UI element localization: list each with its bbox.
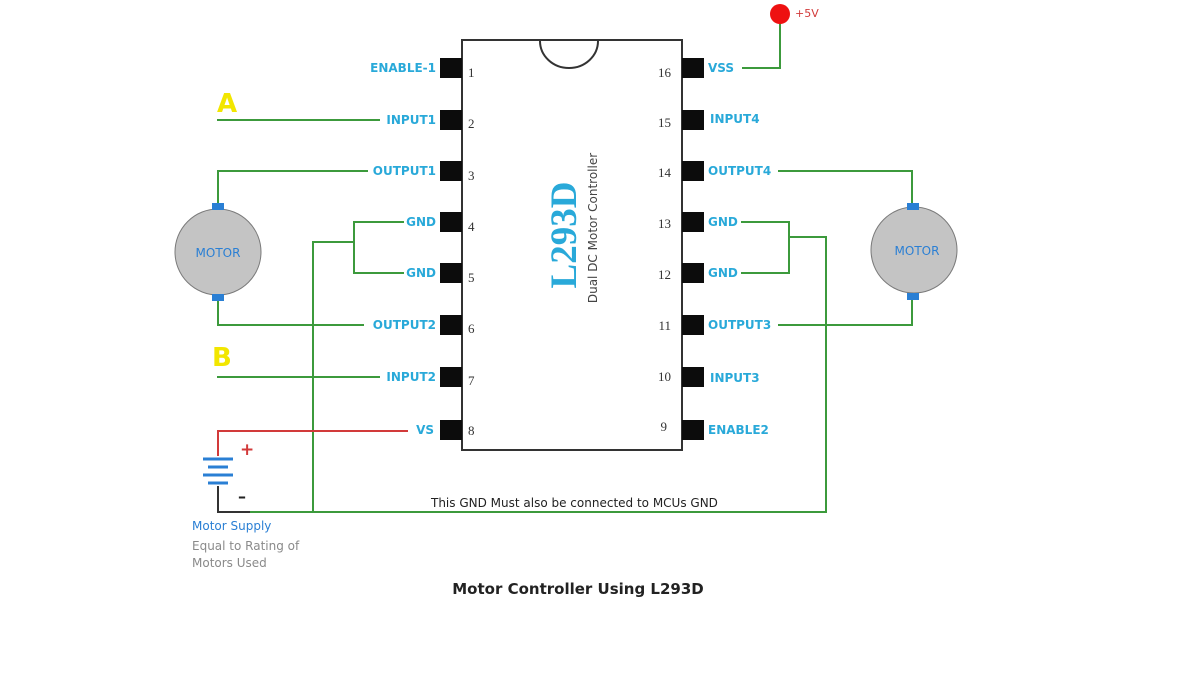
pin-number: 10 <box>658 369 671 384</box>
diagram-caption: Motor Controller Using L293D <box>452 580 703 598</box>
pin-number: 16 <box>658 65 672 80</box>
pin-number: 1 <box>468 65 475 80</box>
motor-left-label: MOTOR <box>196 246 241 260</box>
pin-number: 9 <box>661 419 668 434</box>
pin-13 <box>682 212 704 232</box>
pin-1 <box>440 58 462 78</box>
vcc-dot-icon <box>770 4 790 24</box>
motor-right-label: MOTOR <box>895 244 940 258</box>
output2-wire <box>217 297 364 326</box>
chip-body <box>461 39 683 451</box>
pin-label: OUTPUT1 <box>373 164 436 178</box>
pin-9 <box>682 420 704 440</box>
motor-left-terminal-bottom <box>212 294 224 301</box>
pin-number: 11 <box>658 318 671 333</box>
battery-negative-wire <box>217 486 250 513</box>
pin-10 <box>682 367 704 387</box>
pins-right: VSS INPUT4 OUTPUT4 GND GND OUTPUT3 INPUT… <box>658 58 771 440</box>
pin-number: 3 <box>468 168 475 183</box>
pins-left: ENABLE-1 INPUT1 OUTPUT1 GND GND OUTPUT2 … <box>370 58 475 440</box>
battery-plus-label: + <box>240 440 254 460</box>
vss-wire <box>742 15 781 69</box>
motor-right-terminal-bottom <box>907 293 919 300</box>
chip-notch <box>539 40 599 69</box>
pin-label: ENABLE-1 <box>370 61 436 75</box>
output3-wire <box>778 297 913 326</box>
pin-number: 14 <box>658 165 672 180</box>
pin-6 <box>440 315 462 335</box>
pin-16 <box>682 58 704 78</box>
battery-icon <box>203 457 233 485</box>
motor-left-terminal-top <box>212 203 224 210</box>
pin-label: INPUT1 <box>386 113 436 127</box>
pin-12 <box>682 263 704 283</box>
pin-number: 13 <box>658 216 671 231</box>
right-gnd-bus <box>741 221 790 274</box>
pin-number: 12 <box>658 267 671 282</box>
right-gnd-drop <box>247 236 827 513</box>
pin-3 <box>440 161 462 181</box>
battery-name: Motor Supply <box>192 519 271 533</box>
pin-label: OUTPUT4 <box>708 164 771 178</box>
motor-left: MOTOR <box>174 203 262 301</box>
left-gnd-drop <box>312 241 354 512</box>
pin-number: 6 <box>468 321 475 336</box>
pin-label: GND <box>406 266 436 280</box>
pin-label: GND <box>708 215 738 229</box>
chip-subtitle: Dual DC Motor Controller <box>586 153 600 303</box>
pin-label: OUTPUT2 <box>373 318 436 332</box>
battery-note-line1: Equal to Rating of <box>192 539 300 553</box>
pin-5 <box>440 263 462 283</box>
pin-15 <box>682 110 704 130</box>
pin-label: INPUT2 <box>386 370 436 384</box>
pin-14 <box>682 161 704 181</box>
battery-minus-label: – <box>238 487 246 506</box>
pin-number: 2 <box>468 116 475 131</box>
pin-number: 8 <box>468 423 475 438</box>
pin-label: VSS <box>708 61 734 75</box>
pin-4 <box>440 212 462 232</box>
pin-label: INPUT4 <box>710 112 760 126</box>
pin-label: GND <box>406 215 436 229</box>
pin-label: ENABLE2 <box>708 423 769 437</box>
vs-wire <box>217 430 408 456</box>
pin-11 <box>682 315 704 335</box>
pin-label: INPUT3 <box>710 371 760 385</box>
left-gnd-bus <box>353 221 404 274</box>
pin-number: 7 <box>468 373 475 388</box>
motor-right: MOTOR <box>870 203 958 300</box>
pin-number: 5 <box>468 270 475 285</box>
pin-2 <box>440 110 462 130</box>
pin-number: 15 <box>658 115 671 130</box>
pin-label: VS <box>416 423 434 437</box>
input-a-label: A <box>217 89 237 119</box>
pin-8 <box>440 420 462 440</box>
input-b-label: B <box>212 343 232 373</box>
pin-7 <box>440 367 462 387</box>
motor-right-terminal-top <box>907 203 919 210</box>
vcc-label: +5V <box>795 7 819 20</box>
battery-note-line2: Motors Used <box>192 556 267 570</box>
pin-label: GND <box>708 266 738 280</box>
gnd-note: This GND Must also be connected to MCUs … <box>430 496 718 510</box>
pin-number: 4 <box>468 219 475 234</box>
pin-label: OUTPUT3 <box>708 318 771 332</box>
chip-part-number: L293D <box>544 182 585 289</box>
output1-wire <box>217 170 368 207</box>
output4-wire <box>778 170 913 207</box>
